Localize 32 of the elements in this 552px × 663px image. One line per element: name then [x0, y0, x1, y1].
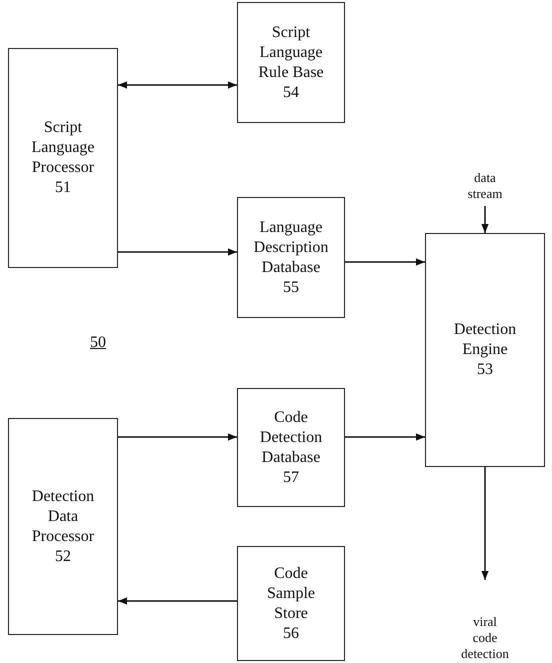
- reference-numeral: 56: [282, 624, 300, 644]
- box-label: Code Detection Database: [258, 408, 324, 468]
- annotation-text: viral code detection: [461, 614, 509, 662]
- arrow: [345, 433, 425, 441]
- process-box: [8, 48, 118, 268]
- process-box: [8, 418, 118, 635]
- reference-numeral: 54: [282, 82, 300, 102]
- arrow: [118, 433, 237, 441]
- arrow: [481, 467, 489, 580]
- annotation-text: data stream: [468, 170, 502, 202]
- process-box: [237, 546, 345, 661]
- reference-numeral: 52: [54, 546, 72, 566]
- box-label: Detection Engine: [452, 320, 518, 360]
- process-box: [237, 388, 345, 507]
- box-label: Detection Data Processor: [30, 486, 96, 546]
- process-box: [425, 233, 545, 467]
- process-box: [237, 2, 345, 123]
- arrow: [118, 597, 237, 605]
- reference-numeral: 53: [476, 360, 494, 380]
- box-label: Language Description Database: [252, 218, 330, 278]
- reference-numeral: 51: [54, 178, 72, 198]
- arrow: [118, 81, 237, 89]
- reference-numeral: 50: [90, 334, 106, 352]
- box-label: Code Sample Store: [266, 564, 316, 624]
- process-box: [237, 197, 345, 318]
- reference-numeral: 55: [282, 278, 300, 298]
- box-label: Script Language Rule Base: [257, 22, 325, 82]
- reference-numeral: 57: [282, 468, 300, 488]
- arrow: [481, 206, 489, 233]
- box-label: Script Language Processor: [30, 118, 96, 178]
- arrow: [118, 248, 237, 256]
- arrow: [345, 258, 425, 266]
